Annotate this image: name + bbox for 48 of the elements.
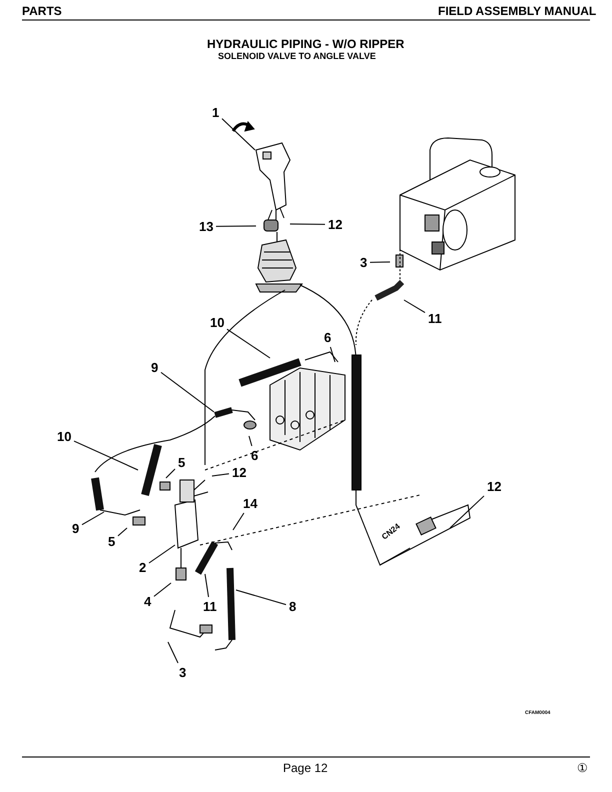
leader-line <box>236 590 286 606</box>
callout-number: 12 <box>328 218 342 231</box>
leader-line <box>232 512 244 530</box>
leader-line <box>118 528 128 536</box>
revision-mark: ① <box>577 762 588 774</box>
leader-line <box>450 495 484 528</box>
callout-number: 5 <box>108 535 116 548</box>
page-number: Page 12 <box>283 762 328 774</box>
callout-number: 9 <box>72 522 80 535</box>
leader-line <box>74 440 138 470</box>
callout-number: 6 <box>324 331 332 344</box>
leader-line <box>370 262 390 263</box>
manual-title: FIELD ASSEMBLY MANUAL <box>438 5 596 17</box>
callout-number: 1 <box>212 106 220 119</box>
callout-number: 10 <box>57 430 72 443</box>
leader-line <box>166 468 176 478</box>
leader-line <box>222 118 256 150</box>
callout-number: 12 <box>232 466 246 479</box>
callout-number: 10 <box>210 316 224 329</box>
leader-line <box>404 300 426 314</box>
leader-line <box>204 574 210 598</box>
callout-number: 5 <box>178 456 186 469</box>
leader-line <box>216 226 256 227</box>
callout-number: 6 <box>251 449 258 462</box>
callout-number: 2 <box>139 561 146 574</box>
diagram-title: HYDRAULIC PIPING - W/O RIPPER <box>207 38 404 50</box>
leader-line <box>160 372 214 412</box>
leader-line <box>154 582 172 597</box>
leader-line <box>212 473 230 476</box>
callout-number: 3 <box>360 256 368 269</box>
leader-line <box>330 346 336 362</box>
callout-number: 12 <box>487 480 502 493</box>
callout-number: 3 <box>179 666 186 679</box>
callout-number: 9 <box>151 361 158 374</box>
leader-line <box>248 436 252 446</box>
subtitle: SOLENOID VALVE TO ANGLE VALVE <box>218 52 376 61</box>
callout-number: 11 <box>203 600 217 613</box>
leader-line <box>82 512 104 526</box>
leader-line <box>168 642 178 664</box>
callout-number: 14 <box>243 497 258 510</box>
leader-line <box>290 224 326 225</box>
section-heading: PARTS <box>22 5 62 17</box>
leader-line <box>148 544 176 564</box>
callout-number: 13 <box>199 220 214 233</box>
leader-line <box>226 328 270 358</box>
callout-number: 11 <box>428 312 442 325</box>
callout-number: 8 <box>289 600 296 613</box>
callout-number: 4 <box>144 595 152 608</box>
